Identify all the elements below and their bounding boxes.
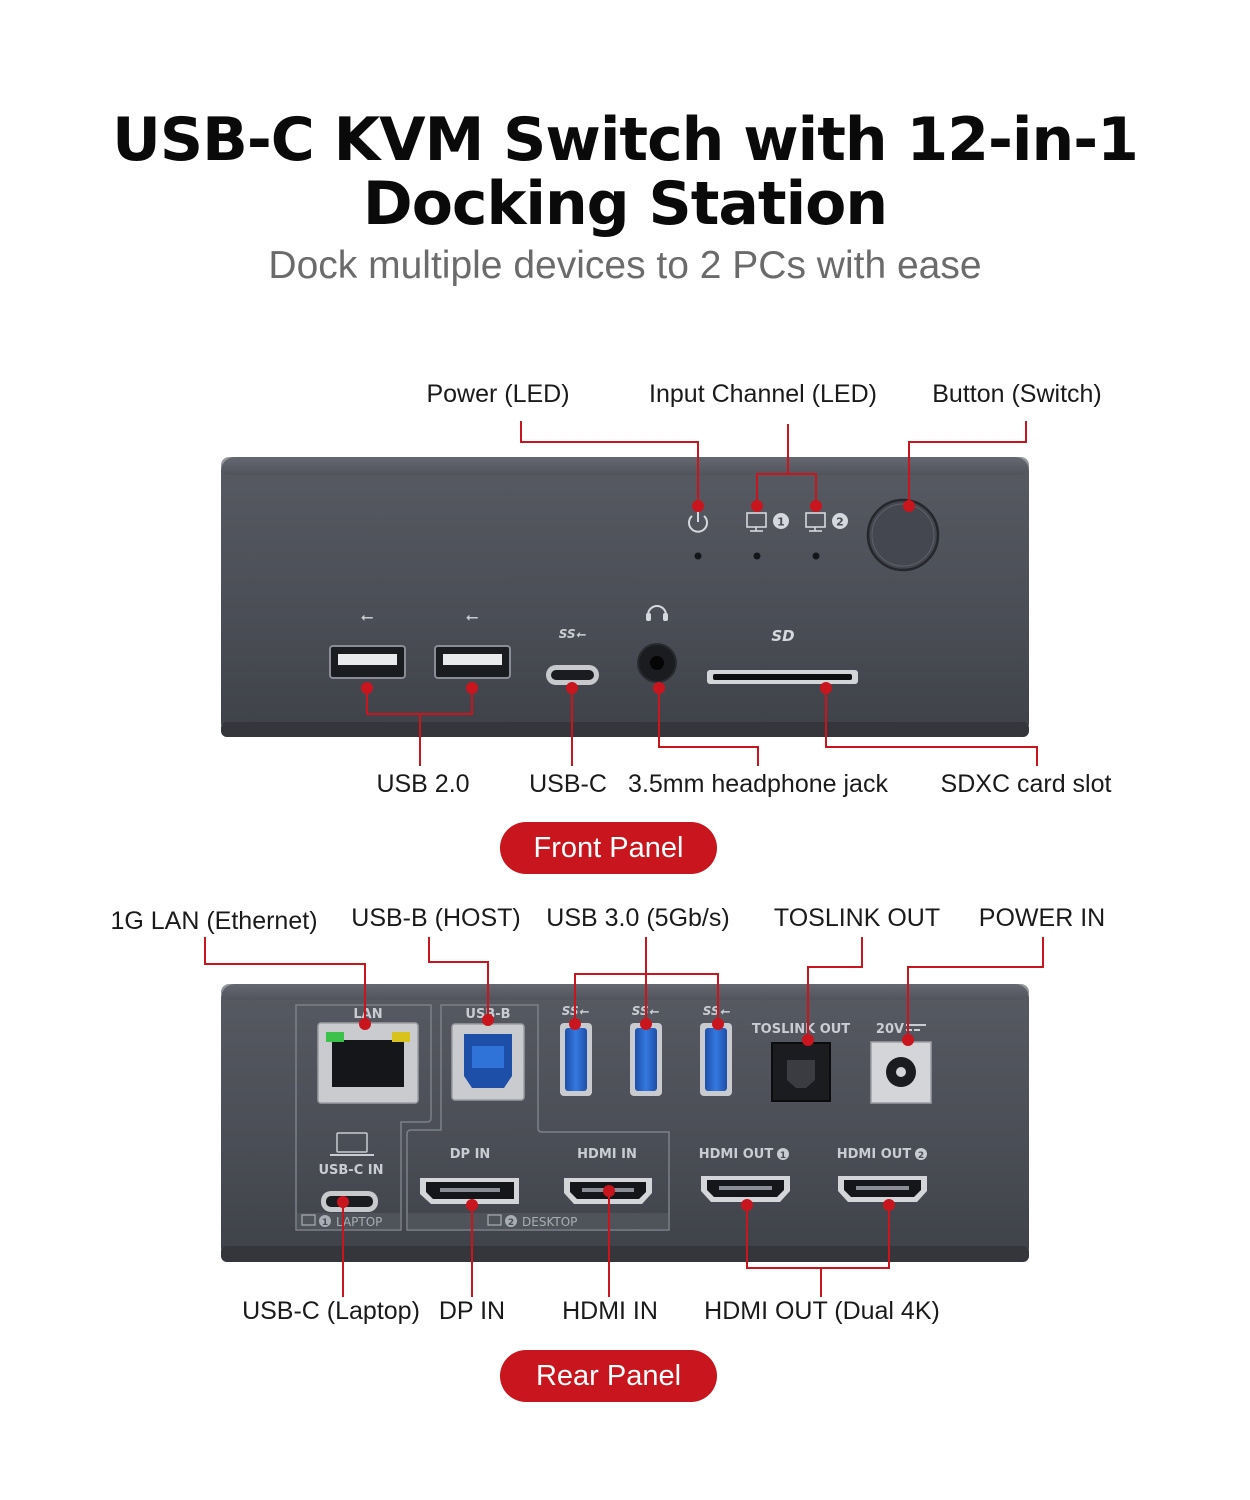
monitor-icon [301, 1214, 316, 1226]
laptop-icon [330, 1132, 374, 1156]
usb-symbol-icon: ⭠ [361, 607, 374, 626]
callout-usb2: USB 2.0 [376, 770, 470, 798]
front-panel-badge: Front Panel [500, 822, 717, 874]
page-title-line2: Docking Station [362, 169, 888, 239]
usbc-in-device-label: USB-C IN [318, 1163, 383, 1178]
laptop-device-label: LAPTOP [336, 1215, 382, 1229]
headphone-icon [647, 605, 667, 616]
usb2-port-2[interactable]: ⭠ [434, 607, 511, 679]
hdmi-in-device-label: HDMI IN [577, 1147, 637, 1162]
power-device-label: 20V [876, 1022, 904, 1037]
callout-power-led: Power (LED) [426, 380, 570, 408]
callout-input-channel: Input Channel (LED) [649, 380, 877, 408]
callout-headphone: 3.5mm headphone jack [628, 770, 888, 798]
lan-device-label: LAN [353, 1007, 382, 1022]
front-device [221, 457, 1029, 737]
callout-lan: 1G LAN (Ethernet) [110, 907, 318, 935]
callout-hdmi-in: HDMI IN [562, 1297, 658, 1325]
usb2-port-1[interactable]: ⭠ [329, 607, 406, 679]
callout-sdxc: SDXC card slot [940, 770, 1112, 798]
switch-button[interactable] [866, 498, 940, 572]
callout-usb3: USB 3.0 (5Gb/s) [546, 904, 730, 932]
dp-in-port[interactable]: DP IN [420, 1147, 519, 1204]
input-channel-2-number: 2 [836, 516, 844, 529]
callout-button-switch: Button (Switch) [932, 380, 1102, 408]
input-channel-2-icon: 2 [805, 512, 848, 560]
headphone-jack[interactable] [637, 605, 677, 683]
usb-symbol-icon: ⭠ [466, 607, 479, 626]
sd-logo-icon: SD [771, 627, 794, 645]
hdmi-out-1-device-label: HDMI OUT [699, 1147, 774, 1162]
desktop-device-label: DESKTOP [522, 1215, 577, 1229]
page-subtitle: Dock multiple devices to 2 PCs with ease [268, 244, 982, 287]
power-in-port[interactable]: 20V [870, 1022, 932, 1104]
monitor-icon [487, 1214, 502, 1226]
desktop-group-label: 2 DESKTOP [487, 1214, 577, 1229]
callout-power-in: POWER IN [978, 904, 1106, 932]
sdxc-card-slot[interactable]: SD [707, 627, 858, 684]
rear-panel-badge: Rear Panel [500, 1350, 717, 1402]
rear-leader-dots [337, 1014, 914, 1211]
hdmi-out-2-device-label: HDMI OUT [837, 1147, 912, 1162]
superspeed-icon: SS⭠ [559, 627, 587, 641]
hdmi-out-1-number: 1 [780, 1151, 786, 1161]
hdmi-out-2-port[interactable]: HDMI OUT 2 [837, 1147, 927, 1202]
front-leader-dots [361, 500, 915, 694]
input-channel-1-number: 1 [777, 516, 785, 529]
rear-leader-lines [204, 937, 1044, 1297]
callout-usbb: USB-B (HOST) [351, 904, 521, 932]
usbc-front-port[interactable]: SS⭠ [546, 627, 599, 685]
laptop-group-frame [295, 1004, 432, 1231]
front-leader-lines [366, 421, 1038, 766]
laptop-number: 1 [322, 1218, 328, 1228]
callout-dp-in: DP IN [438, 1297, 506, 1325]
hdmi-out-1-port[interactable]: HDMI OUT 1 [699, 1147, 790, 1202]
hdmi-out-2-number: 2 [918, 1151, 924, 1161]
power-led-icon [688, 511, 708, 560]
laptop-group-label: 1 LAPTOP [301, 1214, 382, 1229]
callout-toslink: TOSLINK OUT [773, 904, 941, 932]
callout-usbc: USB-C [529, 770, 607, 798]
usbc-in-port[interactable]: USB-C IN [318, 1132, 384, 1212]
usb3-port-2[interactable]: SS⭠ [630, 1004, 662, 1096]
page-title-line1: USB-C KVM Switch with 12-in-1 [112, 105, 1139, 175]
toslink-port[interactable]: TOSLINK OUT [752, 1022, 850, 1102]
dp-in-device-label: DP IN [450, 1147, 491, 1162]
input-channel-1-icon: 1 [746, 512, 789, 560]
superspeed-icon: SS⭠ [703, 1004, 731, 1018]
toslink-device-label: TOSLINK OUT [752, 1022, 850, 1037]
lan-port[interactable]: LAN [317, 1007, 419, 1104]
callout-hdmi-out: HDMI OUT (Dual 4K) [704, 1297, 940, 1325]
desktop-group-frame [406, 1004, 670, 1231]
callout-usbc-laptop: USB-C (Laptop) [242, 1297, 420, 1325]
usb3-port-3[interactable]: SS⭠ [700, 1004, 732, 1096]
desktop-number: 2 [508, 1218, 514, 1228]
usbb-port[interactable]: USB-B [451, 1007, 525, 1101]
front-device-body [221, 457, 1029, 737]
